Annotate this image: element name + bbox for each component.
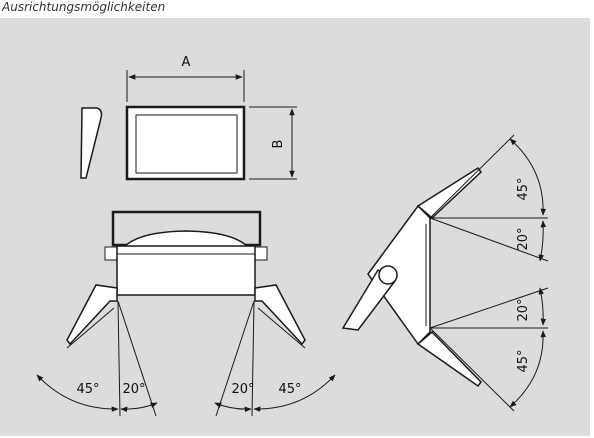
- right-outer-angle-arc: [253, 374, 336, 412]
- mount-pin-left: [104, 246, 118, 261]
- lamp-front-inner: [135, 114, 238, 174]
- left-outer-angle-arc: [36, 374, 119, 412]
- diagram-panel: A B 45° 20° 20° 45° 45° 20° 20° 45°: [0, 18, 590, 436]
- diagram-caption: Ausrichtungsmöglichkeiten: [2, 0, 166, 14]
- dimension-a-label: A: [182, 55, 191, 70]
- mount-pin-right: [254, 246, 268, 261]
- right-outer-angle-label: 45°: [278, 382, 301, 397]
- right-inner-angle-arc: [214, 402, 252, 413]
- side-bottom-inner-angle-arc: [538, 287, 547, 326]
- lamp-housing-top: [116, 245, 256, 296]
- side-bottom-inner-angle-label: 20°: [516, 298, 531, 321]
- left-inner-angle-label: 20°: [122, 382, 145, 397]
- dimension-b-label: B: [271, 140, 286, 149]
- side-bracket-bottom: [416, 330, 482, 388]
- left-bracket: [66, 284, 118, 346]
- side-view: [341, 134, 549, 412]
- side-top-outer-angle-label: 45°: [516, 177, 531, 200]
- front-view: [80, 70, 297, 181]
- side-top-outer-angle-arc: [509, 138, 547, 216]
- side-bottom-outer-angle-arc: [509, 330, 547, 408]
- left-inner-angle-arc: [120, 402, 158, 413]
- side-bracket-top: [416, 166, 483, 220]
- side-top-inner-angle-arc: [538, 220, 547, 262]
- side-profile-shape: [80, 107, 103, 179]
- orientation-diagram: A B 45° 20° 20° 45° 45° 20° 20° 45°: [36, 55, 549, 417]
- right-inner-angle-label: 20°: [231, 382, 254, 397]
- left-outer-angle-label: 45°: [76, 382, 99, 397]
- side-bottom-outer-angle-label: 45°: [516, 349, 531, 372]
- side-top-inner-angle-label: 20°: [516, 227, 531, 250]
- top-view: [36, 210, 336, 417]
- right-bracket: [254, 284, 306, 346]
- side-pivot: [378, 265, 398, 285]
